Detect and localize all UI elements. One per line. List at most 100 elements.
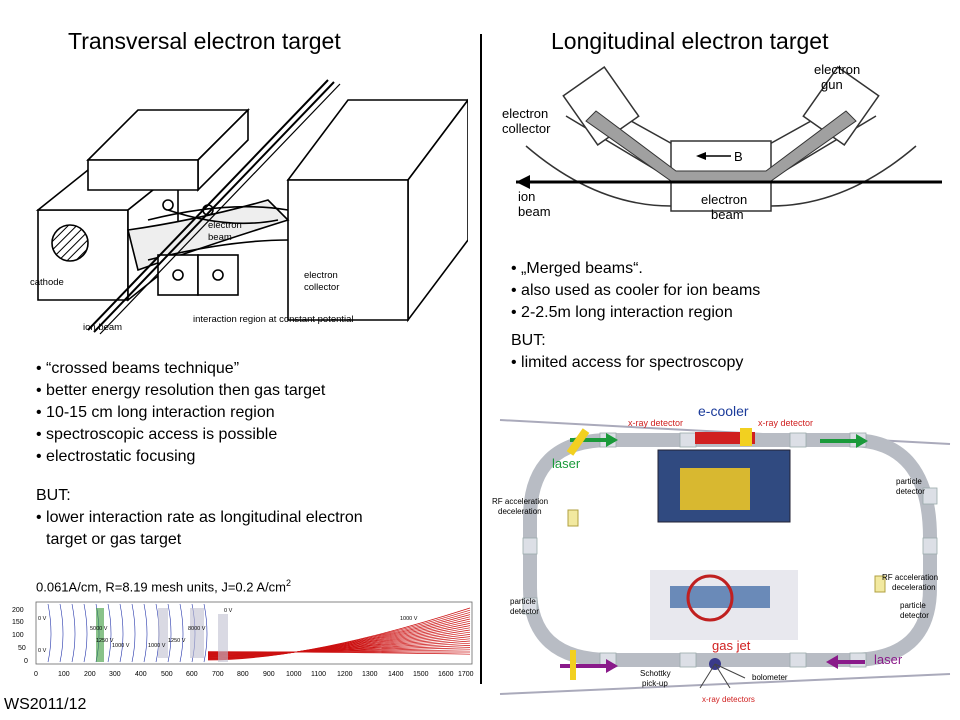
label-ion-beam-2: beam <box>518 204 551 219</box>
label-xray-detectors: x-ray detectors <box>702 695 755 704</box>
right-bullet-1: • „Merged beams“. <box>511 260 643 277</box>
label-rf-right-2: deceleration <box>892 583 936 592</box>
sim-xtick: 900 <box>263 671 275 678</box>
sim-equipotential-line <box>71 603 76 663</box>
sim-trajectory-line <box>207 651 471 655</box>
longitudinal-target-figure: electron gun electron collector ion beam… <box>496 56 942 232</box>
sim-equipotential-line <box>47 603 52 663</box>
laser-top-arrowhead <box>606 433 618 447</box>
storage-ring-diagram: x-ray detector e-cooler x-ray detector l… <box>492 403 951 704</box>
simulation-caption: 0.061A/cm, R=8.19 mesh units, J=0.2 A/cm… <box>36 578 291 594</box>
sim-voltage-label: 1000 V <box>148 643 166 649</box>
xray-line-3 <box>714 663 746 679</box>
sim-equipotential-line <box>107 603 112 663</box>
label-bolometer: bolometer <box>752 673 788 682</box>
sim-xtick: 1600 <box>438 671 454 678</box>
sim-voltage-label: 8000 V <box>188 626 206 632</box>
right-bullet-3: • 2-2.5m long interaction region <box>511 304 733 321</box>
sim-xtick: 700 <box>212 671 224 678</box>
sim-voltage-label: 1250 V <box>96 638 114 644</box>
sim-equipotential-line <box>83 603 88 663</box>
label-ion-beam: ion beam <box>83 322 122 333</box>
sim-ytick: 150 <box>12 619 24 626</box>
right-but-block: BUT: • limited access for spectroscopy <box>511 330 743 374</box>
left-bullet-1: • “crossed beams technique” <box>36 360 240 377</box>
label-particle-detector-right-2: detector <box>900 611 929 620</box>
label-rf-left-2: deceleration <box>498 507 542 516</box>
label-interaction-region: interaction region at constant potential <box>193 314 354 325</box>
left-bullet-4: • spectroscopic access is possible <box>36 426 278 443</box>
sim-equipotential-line <box>59 603 64 663</box>
sim-equipotential-line <box>179 603 184 663</box>
simulation-contours <box>47 603 471 663</box>
sim-xtick: 1300 <box>362 671 378 678</box>
label-rf-right-1: RF acceleration <box>882 573 938 582</box>
simulation-caption-sup: 2 <box>286 578 292 588</box>
sim-xtick: 1500 <box>413 671 429 678</box>
sim-equipotential-line <box>119 603 124 663</box>
sim-ytick: 50 <box>18 645 26 652</box>
sim-xtick: 1700 <box>458 671 474 678</box>
label-electron-beam-1: electron <box>208 220 242 231</box>
simulation-plot: 200 150 100 50 0 0 100 200 300 400 500 6… <box>12 601 474 678</box>
label-electron-beam-1-right: electron <box>701 192 747 207</box>
xray-line-2 <box>714 663 731 689</box>
left-bullet-2: • better energy resolution then gas targ… <box>36 382 326 399</box>
label-electron-gun-2: gun <box>821 77 843 92</box>
label-e-cooler: e-cooler <box>698 403 749 419</box>
sim-xtick: 0 <box>34 671 38 678</box>
sim-voltage-label: 0 V <box>38 648 47 654</box>
beamline-bottom <box>499 673 951 695</box>
left-bullet-list: • “crossed beams technique” • better ene… <box>36 358 325 468</box>
sim-xtick: 600 <box>186 671 198 678</box>
label-rf-left-1: RF acceleration <box>492 497 548 506</box>
mirror-bottom <box>570 650 576 680</box>
sim-ytick: 200 <box>12 607 24 614</box>
sim-xtick: 1100 <box>311 671 326 678</box>
sim-xtick: 1200 <box>337 671 353 678</box>
sim-electrode <box>218 614 228 662</box>
label-electron-beam-2-right: beam <box>711 207 744 222</box>
laser-bottom-arrowhead <box>606 659 618 673</box>
label-laser-bottom: laser <box>874 652 903 667</box>
label-collector-1: electron <box>304 270 338 281</box>
label-b-field: B <box>734 149 743 164</box>
right-but-item-1: • limited access for spectroscopy <box>511 354 744 371</box>
sim-xtick: 1000 <box>286 671 302 678</box>
right-bullet-2: • also used as cooler for ion beams <box>511 282 761 299</box>
sim-voltage-label: 5000 V <box>90 626 108 632</box>
left-but-item-1: • lower interaction rate as longitudinal… <box>36 509 363 526</box>
sim-equipotential-line <box>143 603 148 663</box>
ecooler-photo-detail <box>680 468 750 510</box>
laser-top-arrowhead-2 <box>856 434 868 448</box>
footer-semester: WS2011/12 <box>4 696 87 713</box>
sim-xtick: 1400 <box>388 671 404 678</box>
left-title: Transversal electron target <box>68 28 341 54</box>
left-but-item-2: target or gas target <box>46 531 182 548</box>
label-electron-collector-1: electron <box>502 106 548 121</box>
sim-voltage-label: 0 V <box>38 616 47 622</box>
sim-electrode <box>96 608 104 662</box>
rf-cavity-right <box>874 575 886 593</box>
right-title: Longitudinal electron target <box>551 28 829 54</box>
label-particle-detector-top-2: detector <box>896 487 925 496</box>
label-electron-gun-1: electron <box>814 62 860 77</box>
label-collector-2: collector <box>304 282 339 293</box>
gas-jet-photo-ring <box>686 574 734 622</box>
simulation-voltage-labels: 0 V 5000 V 8000 V 1250 V 1000 V 1250 V 1… <box>38 608 418 654</box>
gas-jet-photo-detail <box>670 586 770 608</box>
rf-cavity-left <box>567 509 579 527</box>
simulation-caption-main: 0.061A/cm, R=8.19 mesh units, J=0.2 A/cm <box>36 579 287 595</box>
label-ion-beam-1: ion <box>518 189 535 204</box>
sim-ytick: 100 <box>12 632 24 639</box>
label-particle-detector-right-1: particle <box>900 601 926 610</box>
label-gas-jet: gas jet <box>712 638 751 653</box>
simulation-x-ticks: 0 100 200 300 400 500 600 700 800 900 10… <box>34 671 474 678</box>
ring-magnets <box>522 432 938 668</box>
left-bullet-5: • electrostatic focusing <box>36 448 196 465</box>
label-schottky-2: pick-up <box>642 679 668 688</box>
label-particle-detector-left-1: particle <box>510 597 536 606</box>
ecooler-element <box>740 428 752 446</box>
xray-line-1 <box>699 663 716 689</box>
sim-electrode <box>190 608 204 658</box>
